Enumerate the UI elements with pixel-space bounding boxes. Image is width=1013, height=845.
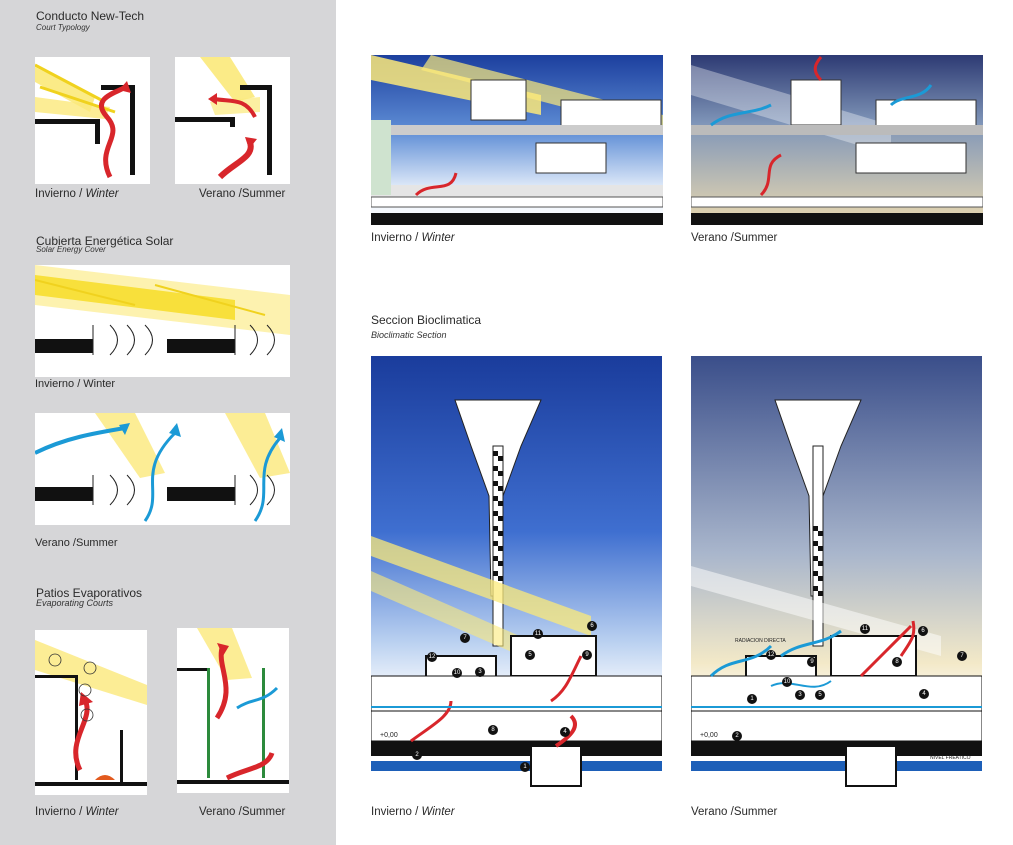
summer-marker-9: 9: [807, 657, 817, 667]
winter-marker-11: 11: [533, 629, 543, 639]
summer-marker-12: 12: [766, 650, 776, 660]
caption-building-summer: Verano /Summer: [691, 232, 778, 244]
summer-marker-4: 4: [919, 689, 929, 699]
level-mark-winter: +0,00: [380, 732, 398, 739]
caption-cubierta-summer: Verano /Summer: [35, 537, 118, 549]
winter-marker-7: 7: [460, 633, 470, 643]
building-summer-diagram: [691, 55, 983, 225]
summer-marker-2: 2: [732, 731, 742, 741]
caption-section-summer: Verano /Summer: [691, 806, 778, 818]
winter-marker-12: 12: [427, 652, 437, 662]
conducto-summer-diagram: [175, 57, 290, 184]
section-title-conducto: Conducto New-Tech: [36, 9, 145, 23]
winter-marker-10: 10: [452, 668, 462, 678]
caption-patios-winter: Invierno / Winter: [35, 806, 119, 818]
summer-marker-3: 3: [795, 690, 805, 700]
caption-conducto-winter: Invierno / Winter: [35, 188, 119, 200]
cubierta-summer-diagram: [35, 413, 290, 525]
level-mark-summer: +0,00: [700, 732, 718, 739]
winter-marker-4: 4: [560, 727, 570, 737]
section-subtitle-seccion: Bioclimatic Section: [371, 330, 447, 340]
winter-marker-8: 8: [488, 725, 498, 735]
winter-marker-1: 1: [520, 762, 530, 772]
conducto-winter-diagram: [35, 57, 150, 184]
section-title-cubierta: Cubierta Energética Solar: [36, 234, 174, 248]
section-subtitle-conducto: Court Typology: [36, 23, 90, 32]
caption-section-winter: Invierno / Winter: [371, 806, 455, 818]
patios-summer-diagram: [177, 628, 289, 793]
summer-marker-7: 7: [957, 651, 967, 661]
bioclimatic-winter-section: [371, 356, 662, 795]
radiacion-label: RADIACION DIRECTA: [735, 638, 786, 644]
section-title-patios: Patios Evaporativos: [36, 586, 143, 600]
nivel-freatico-label: NIVEL FREATICO: [930, 755, 971, 761]
caption-cubierta-winter: Invierno / Winter: [35, 378, 116, 390]
summer-marker-11: 11: [860, 624, 870, 634]
winter-marker-6: 6: [587, 621, 597, 631]
section-subtitle-cubierta: Solar Energy Cover: [36, 245, 106, 254]
patios-winter-diagram: [35, 630, 147, 795]
summer-marker-5: 5: [815, 690, 825, 700]
summer-marker-8: 8: [892, 657, 902, 667]
winter-marker-5: 5: [525, 650, 535, 660]
winter-marker-9: 9: [582, 650, 592, 660]
cubierta-winter-diagram: [35, 265, 290, 377]
section-title-seccion: Seccion Bioclimatica: [371, 313, 482, 327]
winter-marker-2: 2: [412, 750, 422, 760]
building-winter-diagram: [371, 55, 663, 225]
bioclimatic-summer-section: [691, 356, 982, 795]
summer-marker-1: 1: [747, 694, 757, 704]
summer-marker-10: 10: [782, 677, 792, 687]
caption-conducto-summer: Verano /Summer: [199, 188, 286, 200]
caption-patios-summer: Verano /Summer: [199, 806, 286, 818]
caption-building-winter: Invierno / Winter: [371, 232, 455, 244]
section-subtitle-patios: Evaporating Courts: [36, 598, 114, 608]
summer-marker-6: 6: [918, 626, 928, 636]
winter-marker-3: 3: [475, 667, 485, 677]
